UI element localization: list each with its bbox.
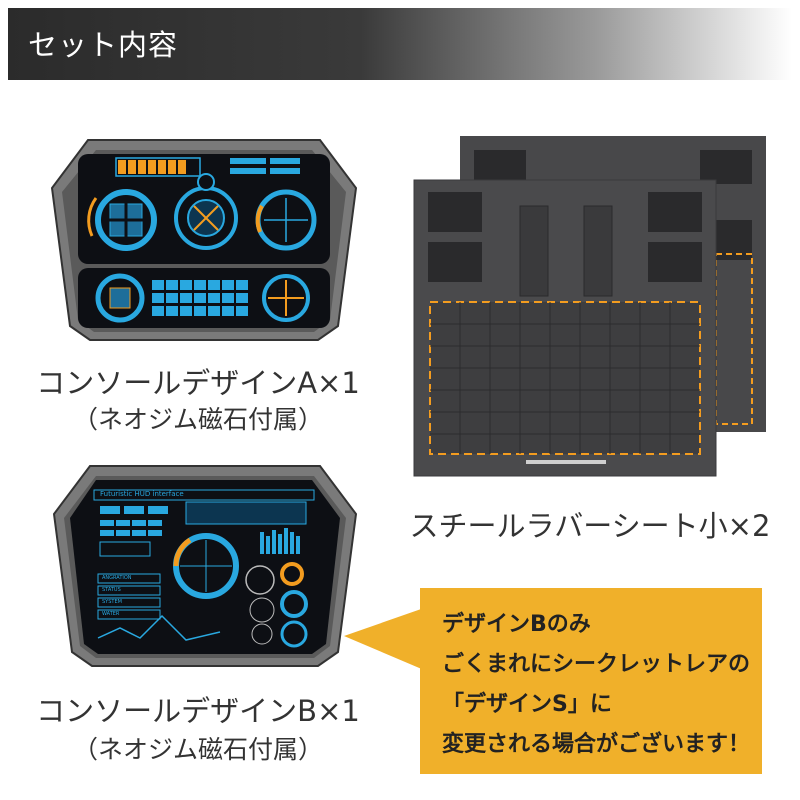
console-design-b-image: Futuristic HUD interface ANGRATION STATU…: [50, 462, 360, 670]
section-title: セット内容: [28, 28, 179, 62]
console-b-menu-item: WATER: [102, 611, 120, 617]
console-b-menu-item: ANGRATION: [102, 575, 132, 581]
section-header: セット内容: [8, 8, 792, 80]
callout-line: 「デザインS」に: [442, 692, 612, 717]
console-design-a-image: [48, 136, 360, 344]
steel-sheet-caption: スチールラバーシート小×2: [409, 509, 771, 543]
console-b-menu-item: SYSTEM: [102, 599, 122, 605]
callout-pointer: [344, 608, 424, 670]
secret-rare-callout: デザインBのみ ごくまれにシークレットレアの 「デザインS」に 変更される場合が…: [420, 588, 762, 774]
console-b-menu-item: STATUS: [102, 587, 121, 593]
console-b-caption: コンソールデザインB×1: [36, 694, 360, 728]
console-b-screen-title: Futuristic HUD interface: [100, 490, 184, 498]
callout-line: 変更される場合がございます！: [442, 732, 751, 757]
callout-line: デザインBのみ: [442, 612, 591, 637]
console-a-note: （ネオジム磁石付属）: [72, 405, 323, 434]
console-b-note: （ネオジム磁石付属）: [72, 735, 323, 764]
console-a-caption: コンソールデザインA×1: [36, 366, 360, 400]
callout-line: ごくまれにシークレットレアの: [442, 652, 751, 677]
steel-rubber-sheet-image: [410, 134, 770, 480]
